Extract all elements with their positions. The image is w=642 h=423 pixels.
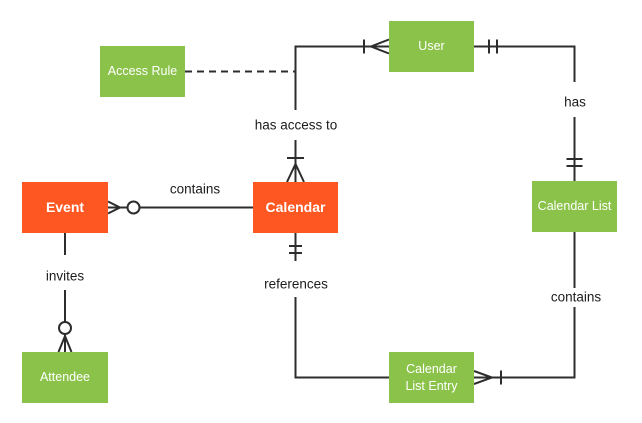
entity-label: Calendar (265, 199, 326, 216)
entity-event: Event (22, 182, 108, 233)
connector-event-invites-attendee (57, 233, 73, 353)
connector-event-contains-calendar (107, 200, 253, 215)
relationship-label-has: has (561, 94, 589, 110)
crow-foot-many-icon (473, 370, 495, 385)
zero-circle-icon (126, 200, 141, 215)
zero-circle-icon (58, 321, 72, 335)
connector-user-has-calendar-list (474, 39, 583, 181)
entity-calendar: Calendar (253, 182, 338, 233)
crow-foot-many-icon (57, 333, 73, 353)
connector-calendar-has-access-to-user (286, 38, 390, 183)
entity-calendar-list-entry: Calendar List Entry (389, 352, 474, 403)
relationship-label-contains: contains (169, 181, 221, 197)
relationship-label-invites: invites (42, 268, 88, 284)
entity-label: User (418, 39, 445, 54)
relationship-label-contains-right: contains (547, 289, 605, 305)
connector-calendar-list-contains-entry (473, 232, 576, 385)
relationship-label-references: references (261, 276, 331, 292)
crow-foot-many-icon (368, 38, 390, 55)
entity-label: Calendar List Entry (405, 362, 458, 393)
entity-access-rule: Access Rule (100, 46, 185, 97)
connector-calendar-references-entry (289, 233, 389, 379)
entity-label: Access Rule (107, 64, 178, 79)
entity-label: Event (45, 199, 85, 216)
entity-user: User (389, 21, 474, 72)
entity-label: Calendar List (537, 199, 612, 214)
entity-label: Attendee (39, 370, 91, 385)
relationship-label-has-access-to: has access to (251, 117, 341, 133)
entity-attendee: Attendee (22, 352, 108, 403)
entity-calendar-list: Calendar List (532, 181, 617, 232)
